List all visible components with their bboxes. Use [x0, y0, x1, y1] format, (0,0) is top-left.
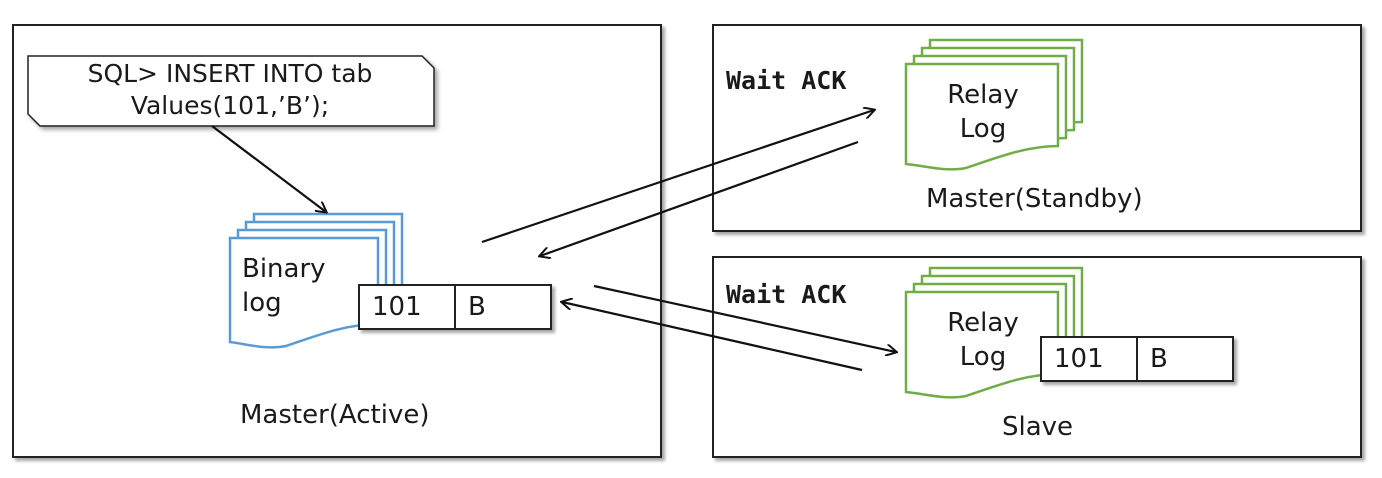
- sql-callout-shape: [27, 55, 435, 127]
- slave-wait-ack-label: Wait ACK: [726, 280, 847, 309]
- ack-from-standby-arrow: [540, 140, 859, 256]
- standby-relay-line-2: Log: [959, 114, 1007, 144]
- master-standby-caption: Master(Standby): [926, 184, 1143, 214]
- slave-record-value: B: [1150, 344, 1168, 374]
- master-active-caption: Master(Active): [240, 400, 430, 430]
- standby-relay-log-label: Relay Log: [946, 78, 1020, 146]
- binary-log-line-1: Binary: [242, 254, 326, 284]
- slave-record-row: 101 B: [1040, 336, 1234, 382]
- slave-relay-line-2: Log: [959, 342, 1007, 372]
- binary-log-label: Binary log: [242, 252, 326, 320]
- active-record-id: 101: [360, 286, 456, 328]
- slave-relay-log-label: Relay Log: [946, 306, 1020, 374]
- replicate-to-standby-arrow: [481, 110, 874, 244]
- active-record-row: 101 B: [358, 284, 552, 330]
- sql-line-1: SQL> INSERT INTO tab: [87, 59, 373, 88]
- slave-relay-line-1: Relay: [947, 308, 1019, 338]
- sql-statement: SQL> INSERT INTO tab Values(101,’B’);: [40, 58, 420, 122]
- replicate-to-slave-arrow: [593, 284, 896, 352]
- sql-line-2: Values(101,’B’);: [130, 91, 330, 120]
- sql-to-binlog-arrow: [211, 125, 326, 212]
- slave-caption: Slave: [1002, 412, 1074, 442]
- binary-log-line-2: log: [242, 288, 282, 318]
- active-record-value: B: [468, 292, 486, 322]
- standby-wait-ack-label: Wait ACK: [726, 66, 847, 95]
- standby-relay-log-icon: [904, 38, 1084, 171]
- slave-record-id: 101: [1042, 338, 1138, 380]
- ack-from-slave-arrow: [562, 302, 863, 372]
- standby-relay-line-1: Relay: [947, 80, 1019, 110]
